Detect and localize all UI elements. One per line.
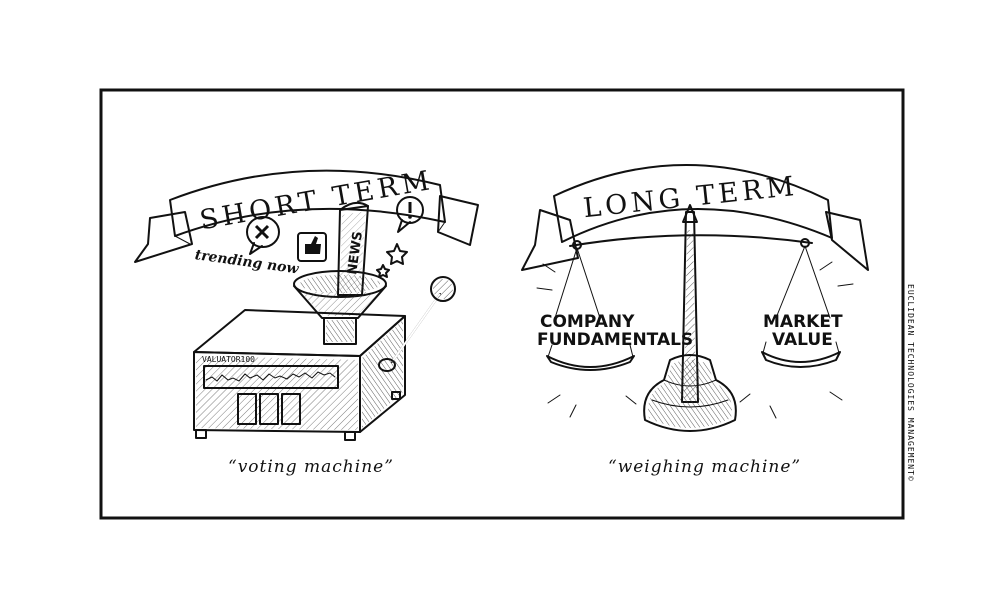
machine-label: VALUATOR100 <box>202 355 255 364</box>
balance-scale: COMPANY FUNDAMENTALS MARKET VALUE <box>536 204 854 432</box>
voting-machine: VALUATOR100 <box>193 276 456 441</box>
company-label: COMPANY <box>540 312 635 332</box>
fundamentals-label: FUNDAMENTALS <box>537 330 693 350</box>
long-term-panel: LONG TERM <box>521 164 869 477</box>
credit-text: EUCLIDEAN TECHNOLOGIES MANAGEMENT© <box>906 284 915 482</box>
star-icon <box>376 243 408 278</box>
short-term-panel: SHORT TERM trending now NEWS <box>134 165 479 477</box>
funnel-icon <box>293 270 387 345</box>
exclamation-bubble-icon <box>396 196 424 233</box>
thumbs-up-icon <box>297 232 327 262</box>
trending-label: trending now <box>194 247 301 278</box>
value-label: VALUE <box>772 330 833 350</box>
dislike-bubble-icon <box>246 216 280 255</box>
voting-machine-caption: “voting machine” <box>228 457 394 477</box>
news-label: NEWS <box>345 230 366 275</box>
weighing-machine-caption: “weighing machine” <box>608 457 801 477</box>
panel-frame <box>99 88 905 520</box>
market-label: MARKET <box>763 312 843 332</box>
